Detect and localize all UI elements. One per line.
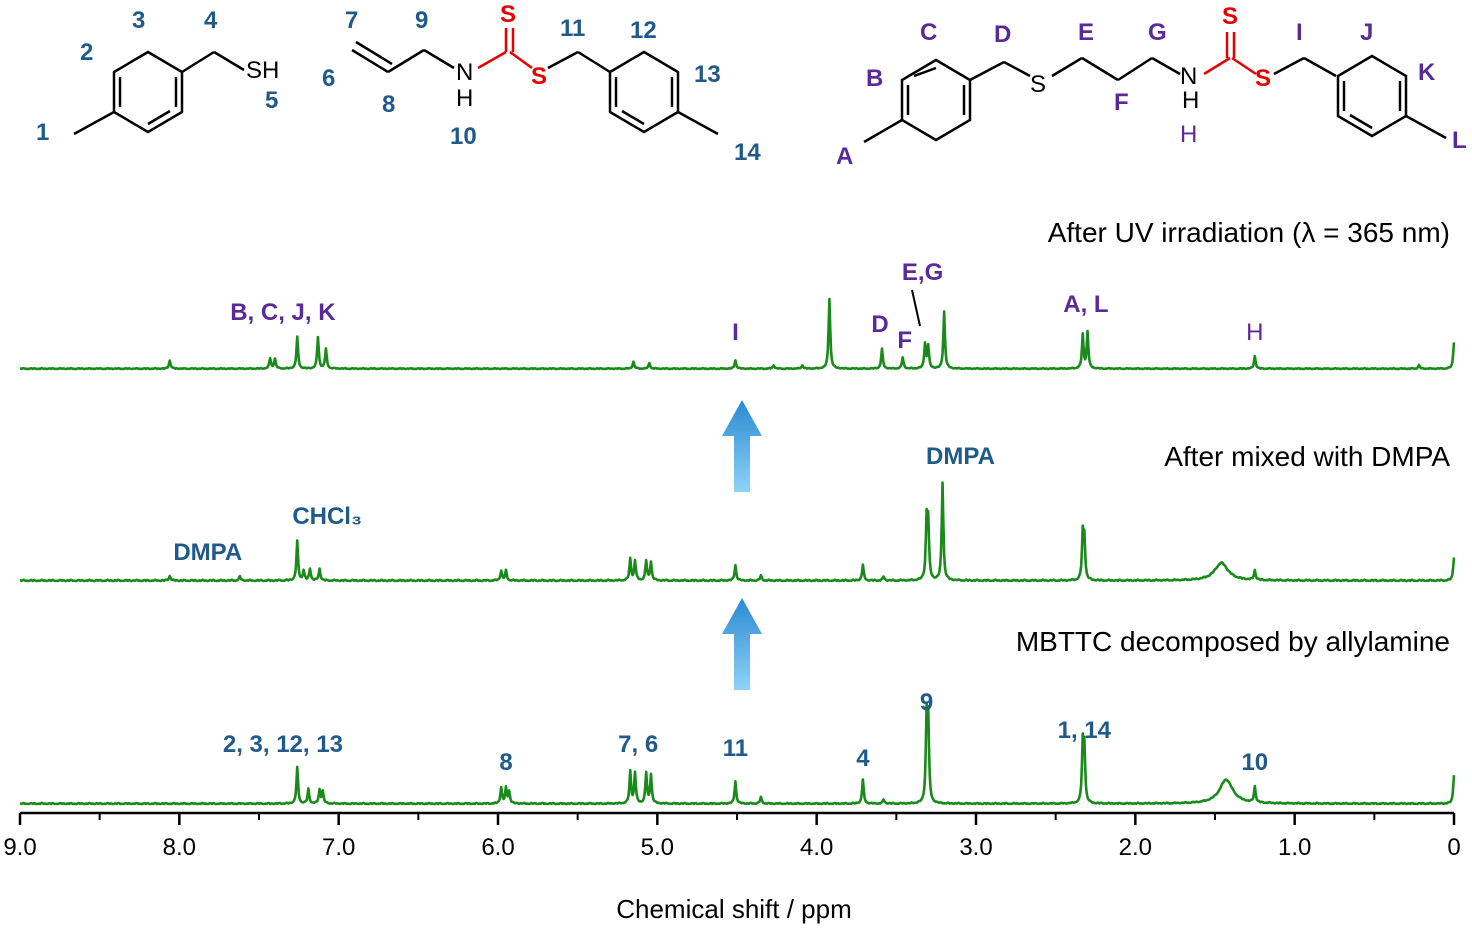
- allyl-n: N: [456, 59, 473, 86]
- allyl-label-8: 8: [382, 91, 395, 118]
- product-label-j: J: [1360, 19, 1373, 46]
- x-tick-label: 1.0: [1278, 834, 1311, 861]
- peak-label: 1, 14: [1058, 717, 1112, 744]
- product-sulfide-s: S: [1030, 71, 1046, 98]
- peak-label: DMPA: [926, 443, 995, 470]
- spectrum-line-1: [19, 481, 1456, 583]
- x-tick-label: 3.0: [959, 834, 992, 861]
- allyl-label-12: 12: [630, 17, 657, 44]
- product-label-k: K: [1418, 59, 1436, 86]
- peak-label: 9: [920, 689, 933, 716]
- spectrum-line-0: [19, 702, 1456, 806]
- peak-label: I: [732, 319, 739, 346]
- x-axis: 9.0 8.0 7.0 6.0 5.0 4.0 3.0 2.0 1.0 0: [3, 811, 1461, 861]
- x-tick-label: 2.0: [1119, 834, 1152, 861]
- mbt-label-1: 1: [36, 119, 49, 146]
- allyl-label-14: 14: [734, 139, 761, 166]
- arrow-up-icon: [722, 598, 762, 690]
- peak-label: E,G: [902, 259, 943, 286]
- allyl-label-7: 7: [345, 7, 358, 34]
- peak-label: F: [897, 327, 912, 354]
- structure-allyl-dtc: [351, 28, 719, 136]
- product-label-b: B: [866, 65, 883, 92]
- product-label-a: A: [836, 143, 853, 170]
- x-tick-label: 5.0: [641, 834, 674, 861]
- product-label-l: L: [1452, 127, 1467, 154]
- peak-label: A, L: [1063, 291, 1108, 318]
- peak-label: DMPA: [173, 539, 242, 566]
- allyl-label-11: 11: [560, 15, 585, 42]
- product-thio-s: S: [1255, 65, 1271, 92]
- peak-label: 2, 3, 12, 13: [223, 731, 343, 758]
- x-tick-label: 7.0: [322, 834, 355, 861]
- mbt-label-2: 2: [80, 39, 93, 66]
- structure-product: [863, 32, 1447, 144]
- product-n: N: [1180, 63, 1197, 90]
- product-label-c: C: [920, 19, 937, 46]
- peak-label: H: [1246, 319, 1263, 346]
- product-h: H: [1182, 87, 1199, 114]
- mbt-label-4: 4: [204, 7, 218, 34]
- condition-label-uv: After UV irradiation (λ = 365 nm): [1048, 217, 1450, 248]
- peak-label: 4: [856, 745, 870, 772]
- structure-mbt: [73, 50, 245, 136]
- x-axis-label: Chemical shift / ppm: [616, 894, 852, 924]
- x-tick-label: 4.0: [800, 834, 833, 861]
- peak-label: D: [871, 311, 888, 338]
- allyl-thione-s: S: [500, 1, 516, 28]
- x-tick-label: 6.0: [481, 834, 514, 861]
- allyl-h: H: [456, 85, 473, 112]
- peak-label: CHCl₃: [292, 503, 362, 530]
- product-label-d: D: [994, 21, 1011, 48]
- product-label-e: E: [1078, 19, 1094, 46]
- product-label-g: G: [1148, 19, 1167, 46]
- allyl-label-9: 9: [415, 7, 428, 34]
- product-label-h: H: [1180, 121, 1197, 148]
- x-tick-label: 8.0: [163, 834, 196, 861]
- peak-label: 10: [1241, 749, 1268, 776]
- arrow-up-icon: [722, 400, 762, 492]
- peak-annotations: 2, 3, 12, 13 8 7, 6 11 4 9 1, 14 10 DMPA CHCl₃ DMP…: [173, 259, 1268, 776]
- peak-label: 8: [499, 749, 512, 776]
- mbt-sh: SH: [246, 57, 279, 84]
- peak-label: 7, 6: [618, 731, 658, 758]
- eg-leader-line: [911, 289, 921, 327]
- x-tick-label: 0: [1447, 834, 1460, 861]
- peak-label: 11: [723, 735, 748, 762]
- product-thione-s: S: [1222, 3, 1238, 30]
- x-tick-label: 9.0: [3, 834, 36, 861]
- spectra-group: [19, 297, 1456, 806]
- allyl-label-6: 6: [322, 65, 335, 92]
- mbt-label-3: 3: [132, 7, 145, 34]
- peak-label: B, C, J, K: [230, 299, 336, 326]
- condition-label-dmpa: After mixed with DMPA: [1164, 441, 1450, 472]
- condition-label-allylamine: MBTTC decomposed by allylamine: [1016, 626, 1450, 657]
- product-label-i: I: [1296, 19, 1303, 46]
- allyl-label-10: 10: [450, 123, 477, 150]
- spectrum-line-2: [19, 297, 1456, 371]
- mbt-label-5: 5: [265, 87, 278, 114]
- allyl-label-13: 13: [694, 61, 721, 88]
- product-label-f: F: [1114, 89, 1129, 116]
- allyl-thio-s: S: [531, 63, 547, 90]
